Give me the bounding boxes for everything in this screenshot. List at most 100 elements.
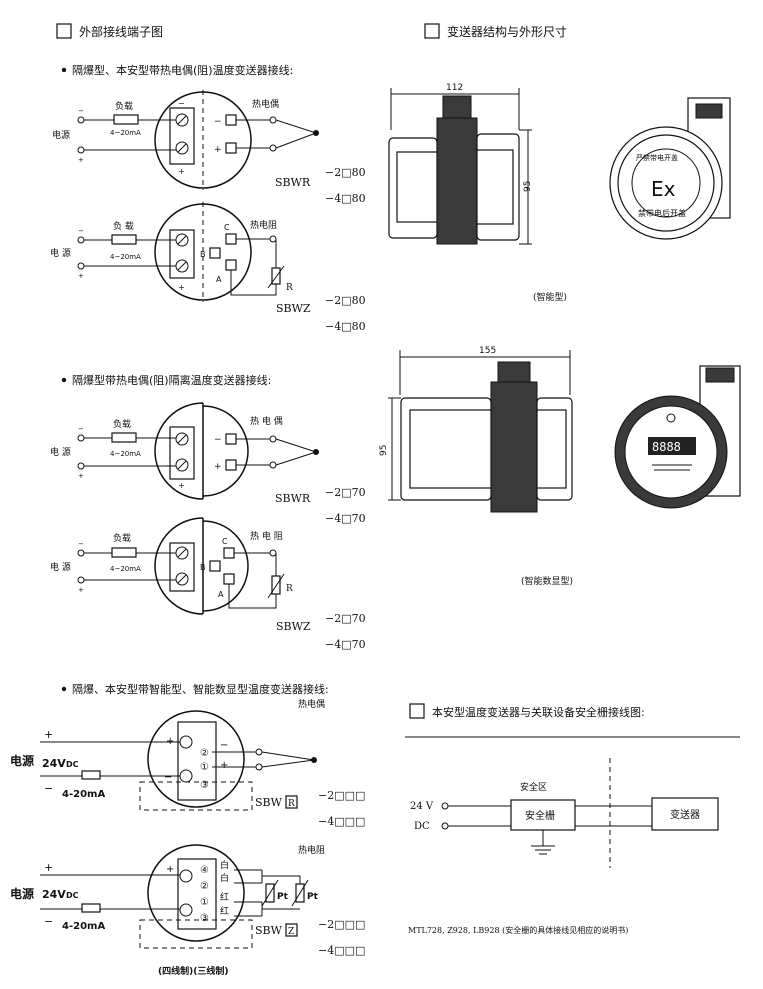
svg-text:−: −	[44, 782, 53, 795]
svg-text:Pt: Pt	[277, 892, 289, 902]
wire-mode-caption: (四线制)(三线制)	[158, 965, 228, 977]
svg-text:负载: 负载	[113, 532, 131, 544]
smart-display-front-view: 8888	[614, 365, 741, 509]
svg-text:严禁带电开盖: 严禁带电开盖	[636, 153, 678, 162]
header-checkbox-icon	[56, 23, 72, 39]
header-checkbox-icon	[409, 703, 425, 719]
safety-note: MTL728, Z928, LB928 (安全栅的具体接线见相应的说明书)	[408, 925, 628, 935]
model-sbwr: SBWR	[275, 492, 311, 505]
smart-type-side-view: 112 95 (智能型)	[388, 83, 567, 303]
svg-text:95: 95	[523, 181, 533, 192]
svg-text:−: −	[44, 915, 53, 928]
svg-text:−2□□□: −2□□□	[318, 789, 365, 802]
svg-text:−: −	[214, 435, 222, 445]
svg-text:−: −	[78, 227, 84, 235]
diagram-sbwz-70: C B A 负载 4~20mA 电 源 − + R 热 电 阻 SBWZ −2□…	[50, 517, 366, 651]
svg-text:+: +	[78, 156, 84, 164]
svg-text:热电阻: 热电阻	[250, 219, 277, 231]
svg-text:电 源: 电 源	[50, 561, 71, 573]
svg-text:+: +	[178, 481, 185, 490]
model-sbwz: SBWZ	[276, 302, 311, 315]
section-1-title: 隔爆型、本安型带热电偶(阻)温度变送器接线:	[72, 63, 293, 77]
svg-text:白: 白	[220, 872, 229, 884]
svg-text:−4□□□: −4□□□	[318, 944, 365, 957]
header-safety: 本安型温度变送器与关联设备安全栅接线图:	[432, 705, 645, 719]
section-3-title: 隔爆、本安型带智能型、智能数显型温度变送器接线:	[72, 682, 329, 696]
svg-text:A: A	[216, 275, 222, 284]
svg-text:④: ④	[200, 865, 209, 876]
svg-text:R: R	[286, 584, 293, 594]
svg-text:DC: DC	[66, 891, 79, 900]
svg-text:−2□70: −2□70	[325, 612, 366, 625]
caption-smart-display: (智能数显型)	[521, 575, 573, 587]
svg-text:白: 白	[220, 859, 229, 871]
svg-text:禁带电后开盖: 禁带电后开盖	[638, 208, 686, 218]
svg-text:−2□70: −2□70	[325, 486, 366, 499]
svg-text:R: R	[288, 799, 295, 809]
header-wiring: 外部接线端子图	[79, 24, 163, 39]
svg-text:−: −	[220, 740, 228, 751]
svg-text:DC: DC	[414, 821, 430, 832]
svg-text:+: +	[78, 472, 84, 480]
svg-text:Z: Z	[288, 927, 294, 937]
svg-text:③: ③	[200, 913, 209, 924]
svg-text:+: +	[78, 272, 84, 280]
digital-display: 8888	[652, 440, 681, 454]
svg-text:C: C	[222, 537, 228, 546]
svg-text:24V: 24V	[42, 757, 66, 770]
caption-smart: (智能型)	[533, 291, 567, 303]
svg-text:−4□70: −4□70	[325, 512, 366, 525]
svg-text:Pt: Pt	[307, 892, 319, 902]
svg-text:−4□80: −4□80	[325, 320, 366, 333]
svg-text:24 V: 24 V	[410, 801, 434, 812]
transmitter-box: 变送器	[670, 808, 700, 821]
svg-text:4-20mA: 4-20mA	[62, 921, 105, 932]
section-2-title: 隔爆型带热电偶(阻)隔离温度变送器接线:	[72, 373, 271, 387]
diagram-smart-rtd: 热电阻 ④ ② ① ③ + 白 白 红 红 + − 电源 24V DC 4-20…	[10, 844, 365, 977]
svg-text:热 电 偶: 热 电 偶	[250, 415, 283, 427]
svg-text:电源: 电源	[10, 886, 34, 901]
svg-text:−: −	[214, 117, 222, 127]
smart-display-side-view: 155 95 (智能数显型)	[379, 346, 573, 587]
svg-text:95: 95	[379, 445, 389, 456]
svg-text:−2□80: −2□80	[325, 166, 366, 179]
svg-text:−: −	[164, 772, 172, 783]
svg-text:+: +	[166, 864, 174, 875]
diagram-sbwr-80: − + − + 负载 4~20mA 电源 − + 热电偶 SBWR −2□80 …	[52, 90, 366, 205]
svg-text:−4□70: −4□70	[325, 638, 366, 651]
svg-text:红: 红	[220, 905, 229, 917]
svg-text:②: ②	[200, 748, 209, 759]
barrier-box: 安全栅	[525, 809, 555, 822]
svg-text:热 电 阻: 热 电 阻	[250, 530, 283, 542]
header-checkbox-icon	[424, 23, 440, 39]
svg-text:−2□80: −2□80	[325, 294, 366, 307]
svg-text:4~20mA: 4~20mA	[110, 129, 141, 137]
svg-text:−4□80: −4□80	[325, 192, 366, 205]
svg-text:B: B	[200, 250, 206, 259]
svg-text:−: −	[78, 425, 84, 433]
svg-text:①: ①	[200, 897, 209, 908]
svg-text:−: −	[178, 99, 185, 108]
ex-mark: Ex	[651, 177, 676, 201]
svg-text:+: +	[44, 861, 53, 874]
svg-text:+: +	[214, 145, 222, 155]
svg-text:+: +	[44, 728, 53, 741]
svg-text:电源: 电源	[52, 129, 70, 141]
svg-text:4~20mA: 4~20mA	[110, 565, 141, 573]
svg-text:C: C	[224, 223, 230, 232]
diagram-sbwz-80: C B A + 负 载 4~20mA 电 源 − + R 热电阻 SBWZ −2…	[50, 202, 366, 333]
svg-text:4~20mA: 4~20mA	[110, 450, 141, 458]
svg-text:DC: DC	[66, 760, 79, 769]
svg-text:热电阻: 热电阻	[298, 844, 325, 856]
svg-text:+: +	[78, 586, 84, 594]
svg-text:A: A	[218, 590, 224, 599]
svg-text:−: −	[78, 107, 84, 115]
model-sbw: SBW	[255, 796, 283, 809]
svg-text:热电偶: 热电偶	[298, 698, 325, 710]
svg-text:+: +	[214, 462, 222, 472]
svg-text:4~20mA: 4~20mA	[110, 253, 141, 261]
model-sbwz: SBWZ	[276, 620, 311, 633]
svg-text:4-20mA: 4-20mA	[62, 789, 105, 800]
svg-text:B: B	[200, 563, 206, 572]
